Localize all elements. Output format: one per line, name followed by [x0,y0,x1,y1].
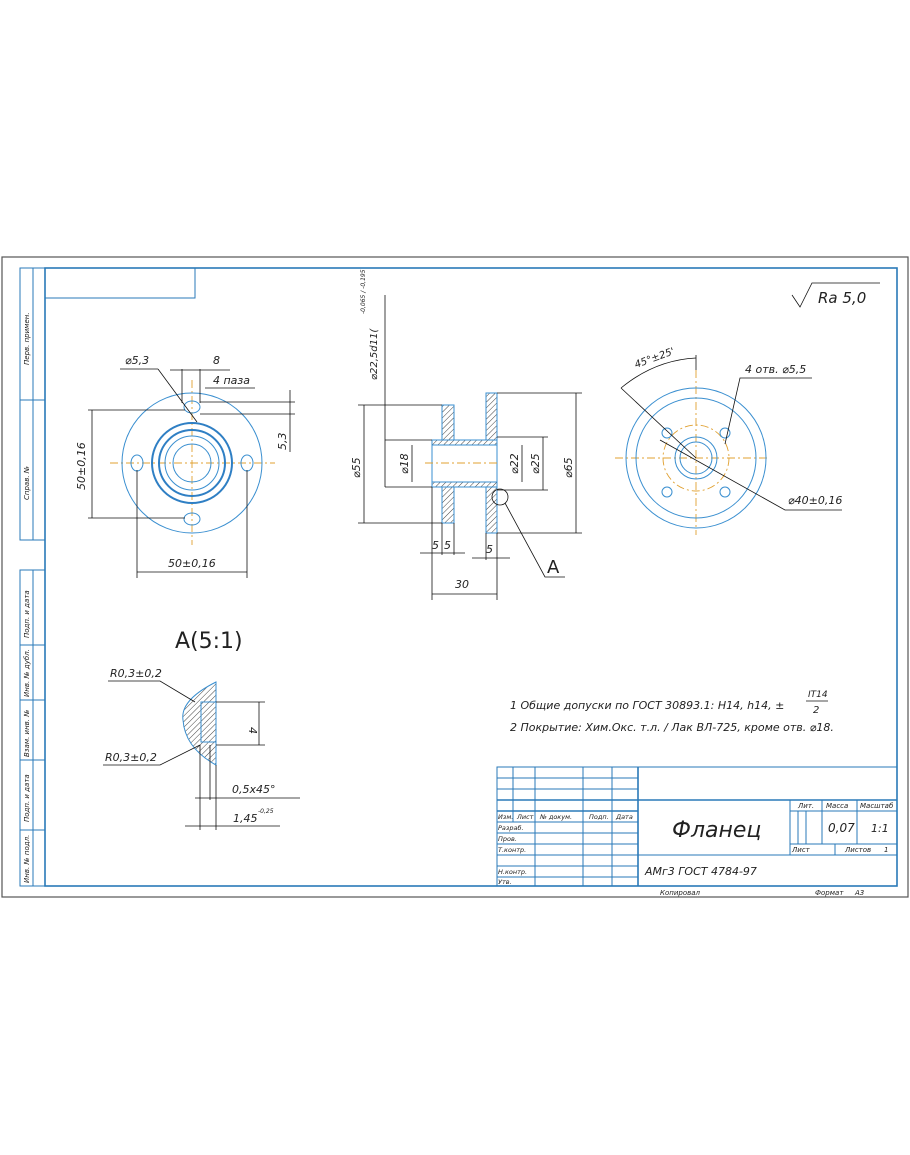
dim-d22: ⌀22 [508,453,521,474]
col-header: Лист [516,813,534,821]
detail-a: A(5:1) R0,3±0,2 R0,3±0,2 4 0,5x45° 1,45 … [103,629,300,830]
title-block: Изм. Лист № докум. Подп. Дата Разраб. Пр… [496,766,898,897]
detail-title: A(5:1) [175,629,243,654]
side-strip: Перв. примен. Справ. № Подп. и дата Инв.… [19,267,46,887]
mass-value: 0,07 [828,821,855,835]
dim-vertical: 50±0,16 [75,442,88,490]
copied-label: Копировал [660,889,701,897]
roughness-symbol: Ra 5,0 [791,282,880,308]
row-label: Утв. [498,878,512,886]
dim-horizontal: 50±0,16 [168,557,216,570]
note-1: 1 Общие допуски по ГОСТ 30893.1: H14, h1… [510,699,784,712]
dim-d22-5-tolerance: -0,065 / -0,195 [360,269,367,314]
dim-pcd: ⌀40±0,16 [788,494,842,507]
col-header: Дата [615,813,633,821]
row-label: Пров. [498,835,517,843]
dim-width-5: 5 [444,539,451,552]
right-view: 45°±25' 4 отв. ⌀5,5 ⌀40±0,16 [615,346,842,535]
col-header: № докум. [539,813,572,821]
dim-thickness-tolerance: -0,25 [258,808,274,815]
note-1-fraction-den: 2 [813,705,819,716]
strip-label: Инв. № подл. [23,835,31,883]
top-left-box [44,267,196,299]
strip-label: Инв. № дубл. [23,649,31,697]
strip-label: Подп. и дата [23,590,31,638]
scale-value: 1:1 [871,822,889,835]
technical-notes: 1 Общие допуски по ГОСТ 30893.1: H14, h1… [510,690,834,734]
format-label: Формат [815,889,844,897]
note-1-fraction-num: IT14 [808,690,828,700]
dim-radius: R0,3±0,2 [110,667,162,680]
dim-slot-width: 8 [213,354,220,367]
note-2: 2 Покрытие: Хим.Окс. т.л. / Лак ВЛ-725, … [510,721,834,734]
sheets-label: Листов [844,846,871,854]
row-label: Т.контр. [498,846,526,854]
dim-d65: ⌀65 [562,457,575,478]
dim-height-4: 4 [246,727,259,734]
strip-label: Взам. инв. № [23,709,31,757]
part-name: Фланец [672,818,761,843]
dim-width-5: 5 [432,539,439,552]
dim-slot-depth: 5,3 [276,433,289,451]
sheet-border [1,256,909,898]
row-label: Разраб. [498,824,524,832]
format-value: A3 [854,889,864,897]
roughness-value: Ra 5,0 [818,289,866,307]
dim-slot-diameter: ⌀5,3 [125,354,149,367]
sheet-label: Лист [791,846,811,854]
material: АМг3 ГОСТ 4784-97 [644,865,757,878]
dim-chamfer: 0,5x45° [232,783,276,796]
col-header: Изм. [498,813,513,821]
strip-label: Перв. примен. [23,312,31,365]
dim-slot-count: 4 паза [213,374,250,387]
row-label: Н.контр. [498,868,527,876]
dim-d18: ⌀18 [398,453,411,474]
lit-label: Лит. [797,802,814,810]
detail-callout: A [547,557,560,578]
dim-d25: ⌀25 [529,453,542,474]
dim-d22-5: ⌀22,5d11( [369,328,380,380]
mass-label: Масса [826,802,848,810]
scale-label: Масштаб [860,802,894,810]
sheets-value: 1 [884,846,888,854]
col-header: Подп. [589,813,609,821]
dim-thickness: 1,45 [233,812,258,825]
dim-length-30: 30 [455,578,469,591]
section-view: ⌀22,5d11( -0,065 / -0,195 ⌀55 ⌀18 ⌀22 ⌀2… [350,269,582,600]
dim-width-5: 5 [486,543,493,556]
front-view: ⌀5,3 8 4 паза 5,3 50±0,16 50±0,16 [75,354,295,578]
strip-label: Подп. и дата [23,774,31,822]
dim-radius: R0,3±0,2 [105,751,157,764]
strip-label: Справ. № [23,466,31,500]
dim-holes: 4 отв. ⌀5,5 [745,363,806,376]
dim-d55: ⌀55 [350,457,363,478]
inner-frame [44,267,898,887]
